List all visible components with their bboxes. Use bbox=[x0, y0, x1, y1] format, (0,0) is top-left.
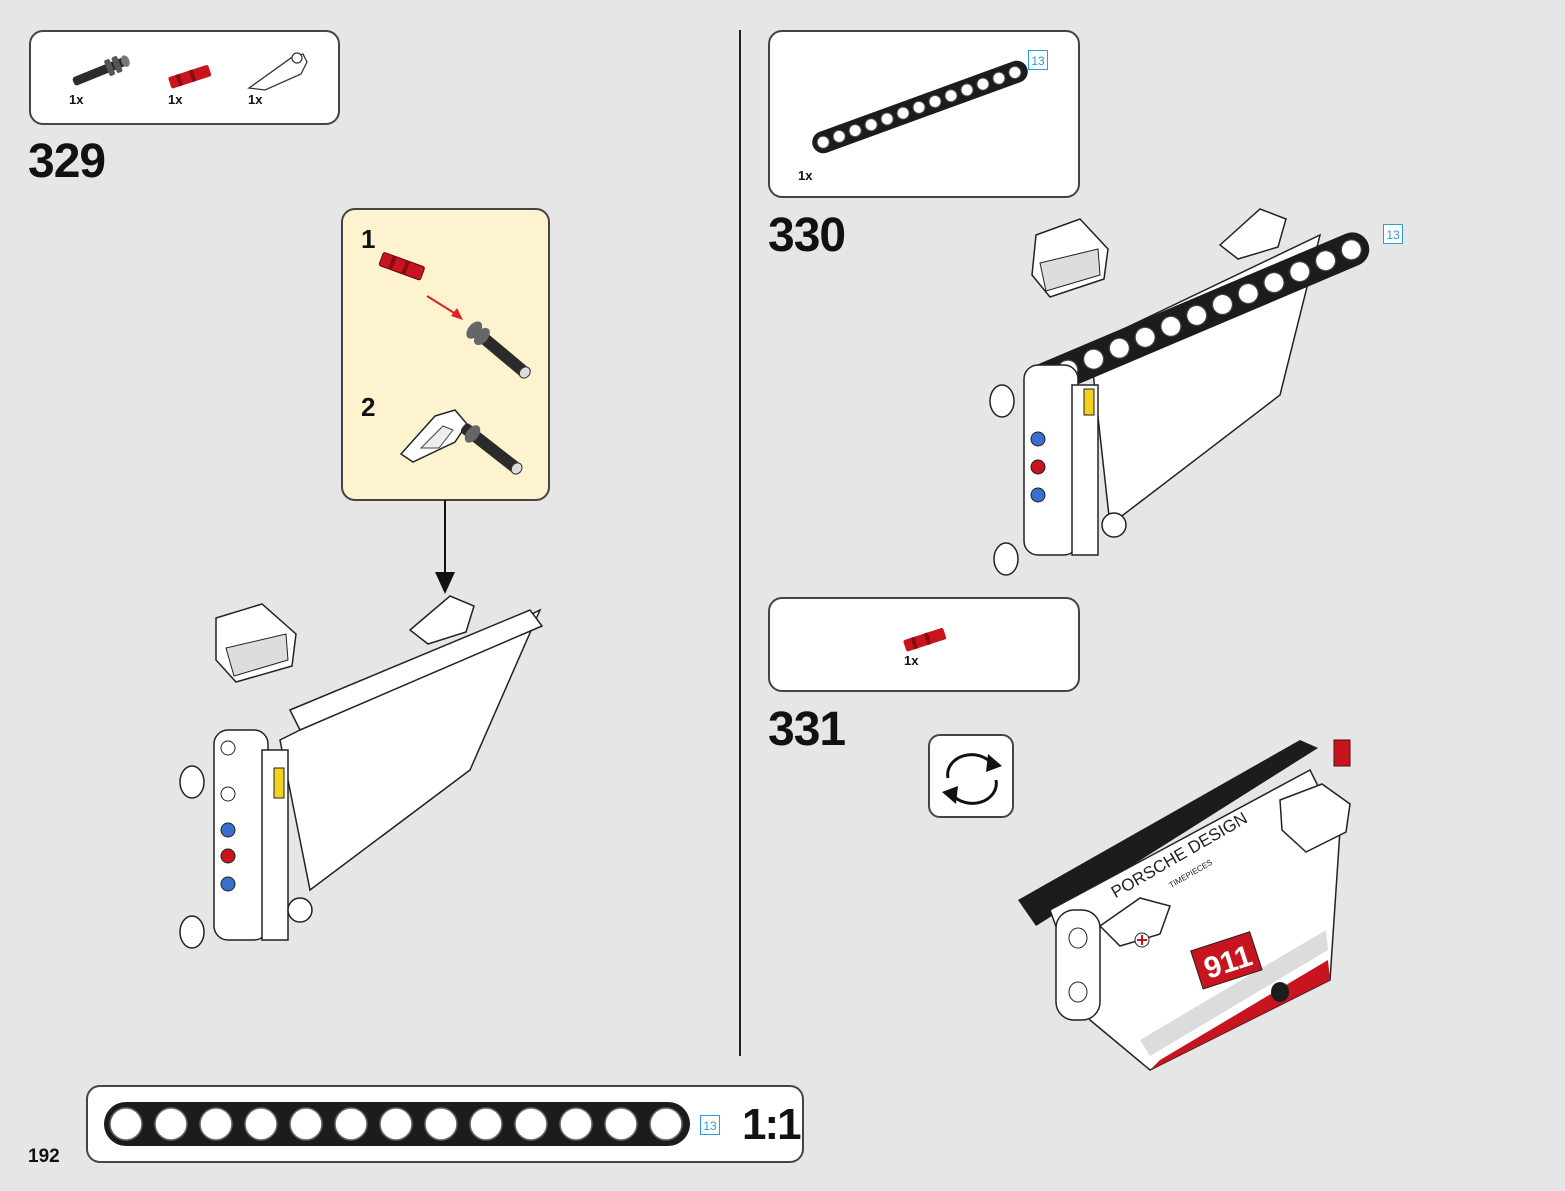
rotate-model-indicator bbox=[928, 734, 1014, 818]
qty-red-connector: 1x bbox=[168, 92, 183, 107]
red-connector-part-icon-331 bbox=[903, 627, 947, 652]
qty-white-panel: 1x bbox=[248, 92, 263, 107]
ruler-length-badge: 13 bbox=[700, 1115, 720, 1135]
qty-axle: 1x bbox=[69, 92, 84, 107]
callout-length-badge: 13 bbox=[1383, 224, 1403, 244]
red-connector-part-icon bbox=[168, 64, 212, 89]
beam-length-badge: 13 bbox=[1028, 50, 1048, 70]
placement-arrow bbox=[435, 500, 455, 594]
step-number-331: 331 bbox=[768, 703, 846, 756]
substep-2: 2 bbox=[361, 392, 376, 422]
subassembly-callout: 1 2 bbox=[341, 208, 550, 501]
step-number-329: 329 bbox=[28, 135, 106, 188]
page-number: 192 bbox=[28, 1146, 60, 1167]
model-331-illustration: 911 PORSCHE DESIGN TIMEPIECES bbox=[1018, 739, 1351, 1071]
ruler-beam bbox=[104, 1102, 690, 1146]
rotate-icon bbox=[942, 753, 1002, 805]
axle-part-icon bbox=[72, 55, 130, 86]
model-330-illustration bbox=[989, 208, 1370, 576]
qty-black-beam: 1x bbox=[798, 168, 813, 183]
column-divider bbox=[739, 30, 741, 1056]
qty-red-connector-331: 1x bbox=[904, 653, 919, 668]
scale-ruler: 13 bbox=[86, 1085, 804, 1163]
black-beam-part-icon bbox=[812, 60, 1028, 154]
step-number-330: 330 bbox=[768, 209, 846, 262]
parts-list-329: 1x 1x 1x bbox=[29, 30, 340, 125]
substep-2-illustration bbox=[399, 409, 523, 475]
parts-list-330: 1x 13 bbox=[768, 30, 1080, 198]
white-panel-part-icon bbox=[247, 52, 308, 91]
substep-1-illustration bbox=[378, 252, 531, 379]
substep-1: 1 bbox=[361, 224, 376, 254]
model-329-illustration bbox=[179, 595, 544, 949]
parts-list-331: 1x bbox=[768, 597, 1080, 692]
scale-label: 1:1 bbox=[742, 1100, 802, 1149]
